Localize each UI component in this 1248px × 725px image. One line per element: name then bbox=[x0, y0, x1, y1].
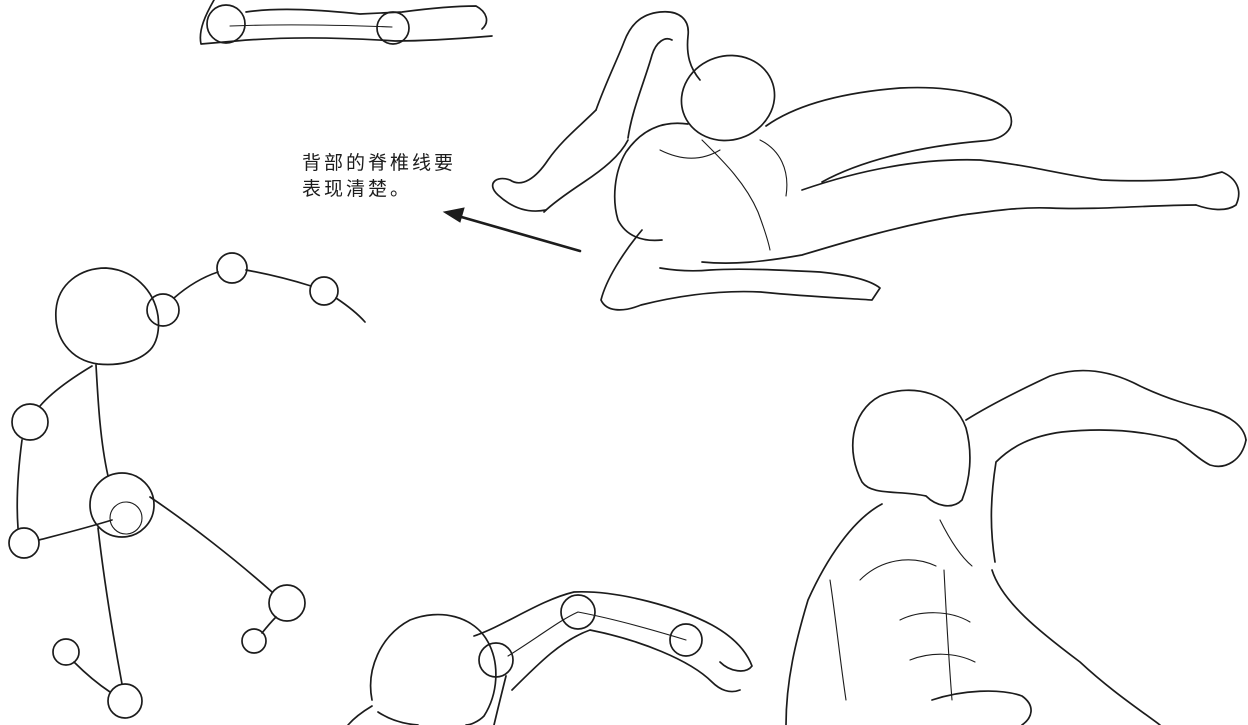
lying-figure-back-outline bbox=[613, 122, 689, 242]
top-arm-elbow-joint bbox=[376, 11, 410, 45]
bottom-figure-sketch bbox=[347, 591, 753, 725]
stick-figure-hip-inner-joint bbox=[109, 501, 143, 535]
stick-figure-left-upper-arm bbox=[39, 365, 93, 407]
stick-figure-left-foot-line bbox=[73, 661, 111, 693]
lying-figure-forearm-outer bbox=[491, 109, 597, 212]
stick-figure-right-knee-joint bbox=[268, 584, 306, 622]
torso-figure-lower-hand bbox=[931, 690, 1032, 725]
torso-figure-sketch bbox=[785, 369, 1247, 725]
stick-figure-hand-line bbox=[335, 297, 366, 323]
torso-figure-left-side bbox=[785, 503, 883, 725]
lying-figure-lower-arm bbox=[600, 229, 881, 311]
stick-figure-wrist-joint bbox=[309, 276, 339, 306]
lying-figure-extended-leg-bottom bbox=[701, 204, 1197, 265]
top-arm-shoulder-joint bbox=[206, 4, 246, 44]
arrow-head-icon bbox=[442, 207, 465, 223]
bottom-figure-arm-bottom bbox=[511, 629, 741, 693]
torso-figure-raised-arm-top bbox=[965, 369, 1247, 441]
stick-figure-left-forearm bbox=[16, 439, 23, 529]
annotation-note: 背部的脊椎线要 表现清楚。 bbox=[302, 150, 456, 202]
torso-figure-fist bbox=[1175, 439, 1247, 468]
lying-figure-extended-leg-top bbox=[801, 158, 1240, 211]
stick-figure-left-foot-joint bbox=[52, 638, 80, 666]
lying-figure-spine-line bbox=[701, 139, 771, 251]
top-arm-center-line bbox=[229, 24, 393, 28]
top-arm-sketch bbox=[199, 0, 493, 45]
lying-figure-shoulder-line bbox=[659, 149, 721, 159]
stick-figure-spine-line bbox=[95, 364, 109, 477]
lying-figure-upper-thigh bbox=[765, 86, 1013, 183]
stick-figure-left-elbow-joint bbox=[11, 403, 49, 441]
stick-figure-right-thigh bbox=[149, 496, 273, 593]
stick-figure-elbow-joint bbox=[216, 252, 248, 284]
annotation-line-2: 表现清楚。 bbox=[302, 178, 413, 200]
stick-figure-sketch bbox=[8, 252, 366, 719]
lying-figure-forearm-inner bbox=[543, 139, 629, 213]
bottom-figure-body-left bbox=[347, 705, 373, 725]
stick-figure-hip-joint bbox=[89, 472, 155, 538]
lying-figure-sketch bbox=[491, 10, 1240, 311]
top-arm-lower-outline bbox=[199, 0, 493, 45]
stick-figure-left-knee-joint bbox=[107, 683, 143, 719]
stick-figure-shoulder-joint bbox=[146, 293, 180, 327]
bottom-figure-head bbox=[369, 613, 497, 725]
lying-figure-raised-arm-inner bbox=[627, 37, 673, 139]
bottom-figure-arm-top bbox=[473, 591, 753, 672]
bottom-figure-body-right bbox=[493, 675, 507, 725]
annotation-line-1: 背部的脊椎线要 bbox=[302, 152, 457, 174]
stick-figure-forearm-line bbox=[245, 269, 312, 287]
stick-figure-right-foot-joint bbox=[241, 628, 267, 654]
stick-figure-raised-arm-line bbox=[173, 271, 219, 299]
torso-figure-head bbox=[851, 389, 971, 507]
torso-figure-abdomen-line-1 bbox=[899, 612, 971, 623]
bottom-figure-wrist-joint bbox=[669, 623, 703, 657]
lying-figure-head bbox=[680, 54, 776, 142]
lying-figure-raised-arm-outer bbox=[595, 10, 701, 111]
torso-figure-pectoral-line bbox=[939, 519, 973, 567]
stick-figure-hand-to-hip-line bbox=[38, 519, 113, 541]
bottom-figure-shoulder-joint bbox=[478, 642, 514, 678]
annotation-arrow bbox=[442, 207, 582, 253]
stick-figure-left-leg bbox=[97, 527, 123, 685]
lying-figure-hip-line bbox=[759, 139, 788, 197]
torso-figure-chest-line bbox=[859, 559, 937, 581]
stick-figure-left-hand-joint bbox=[8, 527, 40, 559]
torso-figure-abdomen-line-2 bbox=[909, 653, 976, 663]
top-arm-upper-outline bbox=[245, 5, 488, 30]
torso-figure-left-arm-line bbox=[829, 579, 847, 701]
bottom-figure-elbow-joint bbox=[560, 594, 596, 630]
torso-figure-center-line bbox=[943, 569, 953, 701]
bottom-figure-arm-center bbox=[507, 611, 687, 657]
stick-figure-head bbox=[55, 267, 160, 366]
stick-figure-right-shin bbox=[261, 616, 277, 634]
torso-figure-raised-arm-bottom bbox=[990, 429, 1177, 563]
arrow-left-icon bbox=[456, 214, 582, 253]
torso-figure-right-side bbox=[991, 569, 1161, 725]
